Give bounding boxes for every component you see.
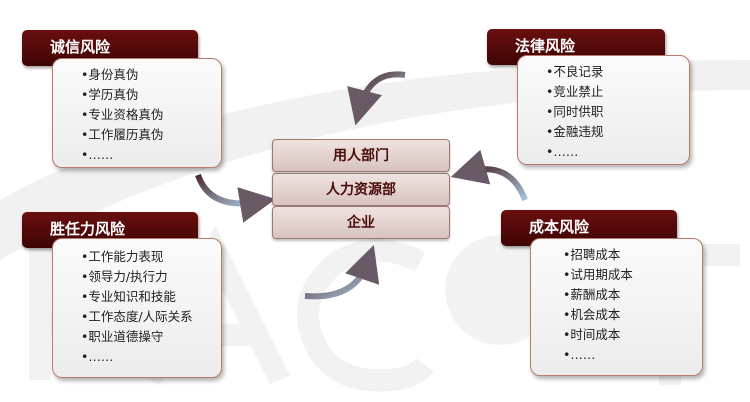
layer-hiring-department: 用人部门 <box>272 139 450 172</box>
layer-hr-department: 人力资源部 <box>272 173 450 206</box>
list-item: …… <box>546 142 689 162</box>
integrity-risk-list: 身份真伪 学历真伪 专业资格真伪 工作履历真伪 …… <box>52 58 222 168</box>
cost-risk-list: 招聘成本 试用期成本 薪酬成本 机会成本 时间成本 …… <box>530 238 703 376</box>
list-item: …… <box>563 345 702 365</box>
list-item: 专业资格真伪 <box>81 105 221 125</box>
list-item: 身份真伪 <box>81 65 221 85</box>
competency-risk-list: 工作能力表现 领导力/执行力 专业知识和技能 工作态度/人际关系 职业道德操守 … <box>52 238 222 378</box>
list-item: 职业道德操守 <box>81 327 221 347</box>
list-item: 竞业禁止 <box>546 82 689 102</box>
arrow-top-left <box>347 71 406 126</box>
legal-risk-list: 不良记录 竞业禁止 同时供职 金融违规 …… <box>517 55 690 165</box>
arrow-left-top <box>195 173 276 223</box>
list-item: 工作态度/人际关系 <box>81 307 221 327</box>
layer-enterprise: 企业 <box>272 206 450 239</box>
list-item: 同时供职 <box>546 102 689 122</box>
list-item: …… <box>81 347 221 367</box>
list-item: 工作履历真伪 <box>81 125 221 145</box>
list-item: 不良记录 <box>546 62 689 82</box>
list-item: 学历真伪 <box>81 85 221 105</box>
list-item: 时间成本 <box>563 325 702 345</box>
list-item: 试用期成本 <box>563 265 702 285</box>
list-item: 领导力/执行力 <box>81 267 221 287</box>
list-item: 薪酬成本 <box>563 285 702 305</box>
list-item: 专业知识和技能 <box>81 287 221 307</box>
list-item: …… <box>81 145 221 165</box>
list-item: 招聘成本 <box>563 245 702 265</box>
list-item: 机会成本 <box>563 305 702 325</box>
arrow-bottom <box>304 244 380 300</box>
arrow-right <box>450 149 528 202</box>
list-item: 工作能力表现 <box>81 247 221 267</box>
list-item: 金融违规 <box>546 122 689 142</box>
